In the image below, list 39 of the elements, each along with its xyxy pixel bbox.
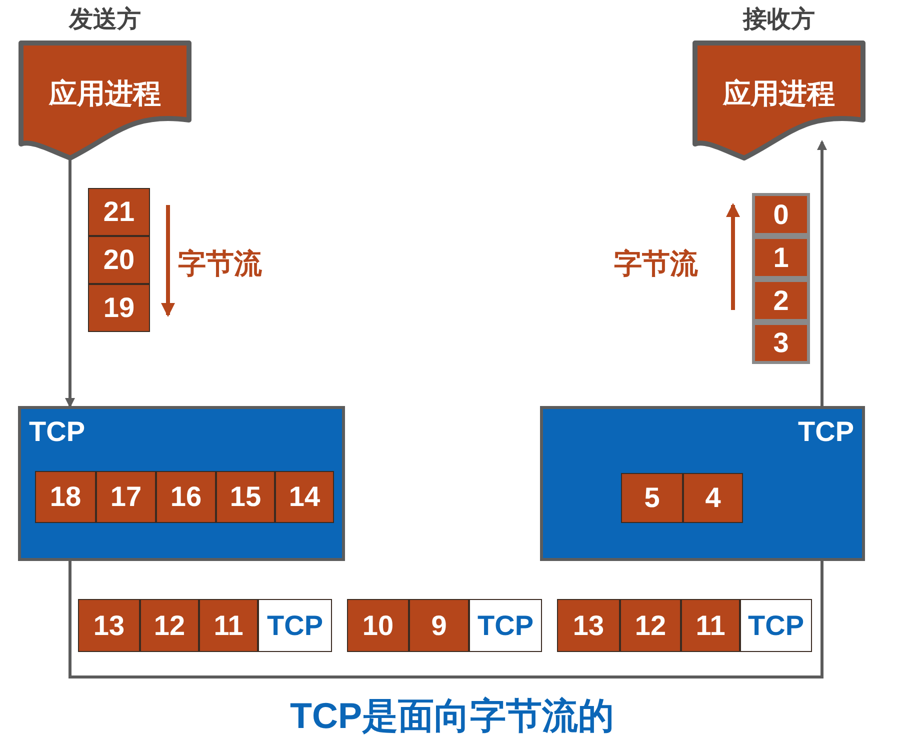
process-label: 应用进程 <box>723 77 835 111</box>
byte-cell: 14 <box>275 471 334 523</box>
byte-cell: 21 <box>88 188 150 236</box>
byte-cell: 16 <box>156 471 216 523</box>
byte-cell: 4 <box>683 473 743 523</box>
header-cell: TCP <box>258 599 332 652</box>
byte-cell: 9 <box>409 599 469 652</box>
caption: TCP是面向字节流的 <box>290 694 614 738</box>
byte-cell: 10 <box>347 599 409 652</box>
byte-cell: 15 <box>216 471 275 523</box>
header-cell: TCP <box>740 599 812 652</box>
tcp-box <box>540 406 865 561</box>
arrow <box>817 140 827 406</box>
process-label: 应用进程 <box>49 77 161 111</box>
layer-label: TCP <box>29 415 85 449</box>
header-cell: TCP <box>469 599 542 652</box>
stream-label: 字节流 <box>614 247 698 281</box>
connector-line <box>68 561 824 678</box>
byte-cell: 18 <box>35 471 96 523</box>
byte-cell: 11 <box>199 599 258 652</box>
byte-cell: 0 <box>752 193 810 236</box>
byte-cell: 20 <box>88 236 150 284</box>
byte-cell: 12 <box>140 599 199 652</box>
byte-cell: 19 <box>88 284 150 332</box>
byte-cell: 12 <box>620 599 681 652</box>
byte-cell: 5 <box>621 473 683 523</box>
byte-cell: 1 <box>752 236 810 279</box>
byte-cell: 17 <box>96 471 156 523</box>
arrow <box>65 160 75 408</box>
party-heading: 发送方 <box>69 5 141 35</box>
byte-cell: 3 <box>752 322 810 364</box>
stream-label: 字节流 <box>178 247 262 281</box>
byte-cell: 11 <box>681 599 740 652</box>
byte-cell: 13 <box>557 599 620 652</box>
byte-cell: 2 <box>752 279 810 322</box>
byte-cell: 13 <box>78 599 140 652</box>
layer-label: TCP <box>798 415 854 449</box>
party-heading: 接收方 <box>743 5 815 35</box>
tcp-box <box>18 406 345 561</box>
